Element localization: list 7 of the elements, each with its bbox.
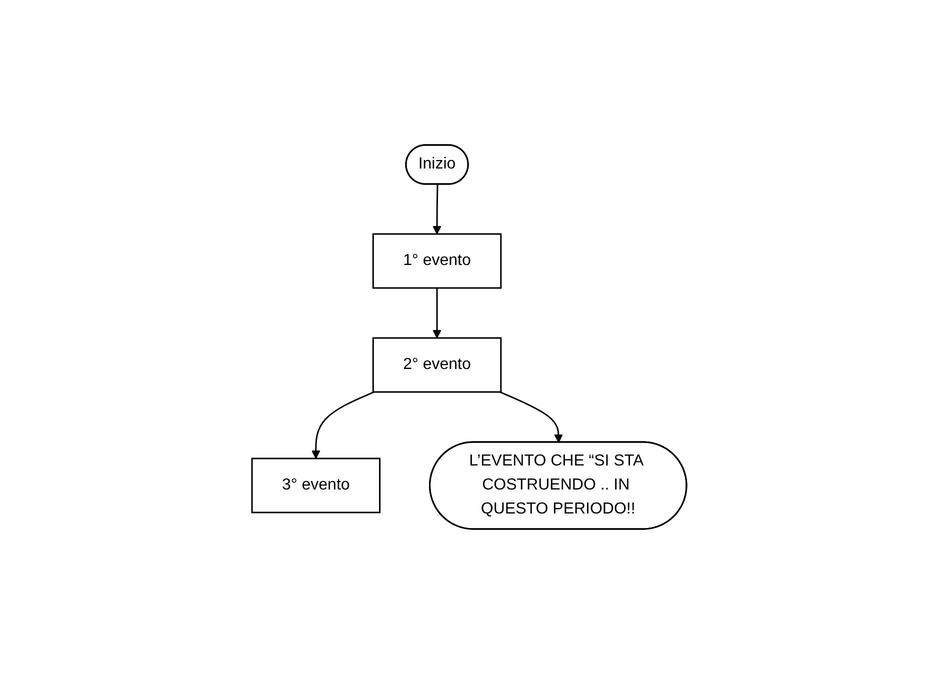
- node-box: 1° evento: [372, 232, 502, 288]
- arrow: [432, 184, 442, 234]
- arrow: [312, 390, 375, 458]
- arrow: [500, 390, 564, 442]
- node-box: 3° evento: [252, 457, 381, 513]
- node-box: 2° evento: [372, 336, 502, 392]
- arrow: [432, 288, 442, 338]
